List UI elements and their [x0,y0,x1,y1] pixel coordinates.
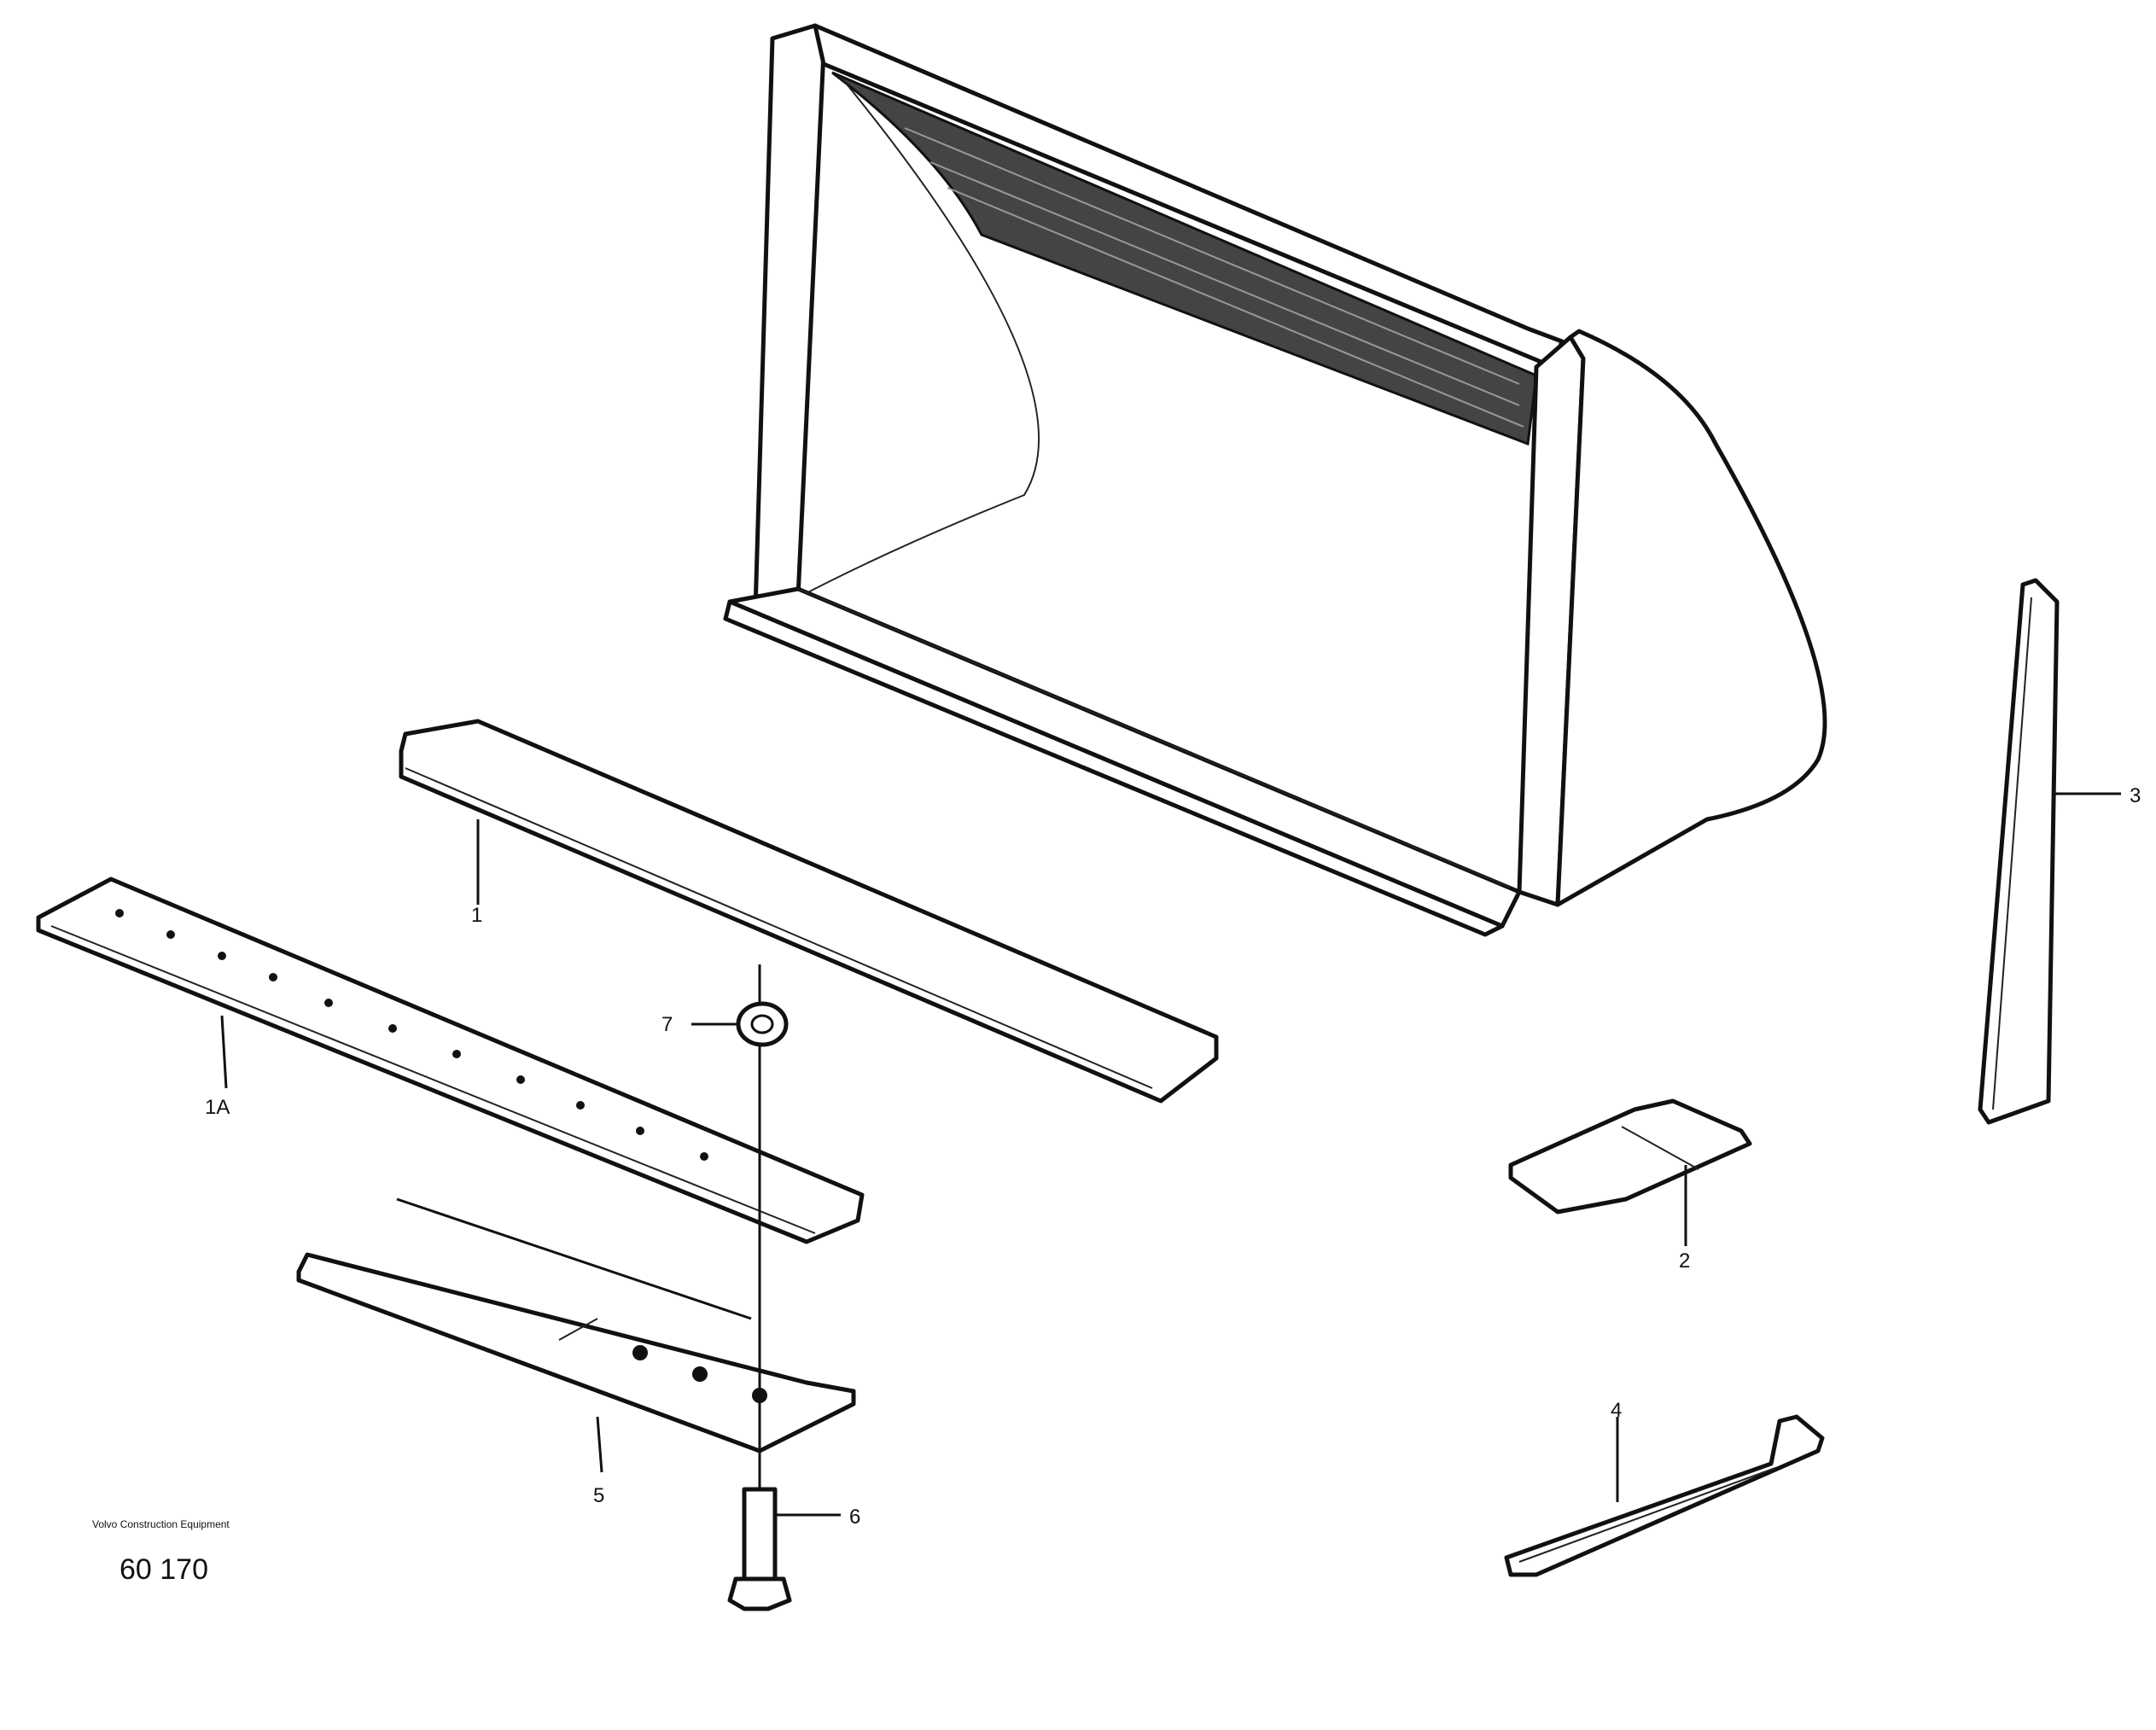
wear-strip [1504,1414,1825,1577]
figure-caption: Volvo Construction Equipment 60 170 [92,1518,230,1586]
caption-source: Volvo Construction Equipment [92,1518,230,1530]
callout-5: 5 [593,1484,604,1507]
nut [736,1001,789,1047]
caption-code: 60 170 [119,1553,208,1586]
leader-lines [220,792,2121,1517]
bolt-holes [115,909,708,1161]
callout-1a: 1A [205,1096,230,1119]
side-wear-plate [1508,1098,1752,1214]
callout-6: 6 [849,1506,860,1529]
leader-1a [220,1015,228,1089]
fastener-assembly [727,964,792,1611]
leader-5 [596,1416,603,1473]
bolt-on-edge [296,1197,856,1453]
callout-2: 2 [1679,1249,1690,1273]
callout-3: 3 [2130,784,2141,807]
callout-4: 4 [1611,1399,1622,1422]
callout-labels: 1 1A 7 5 6 2 3 4 [205,784,2141,1529]
callout-7: 7 [661,1013,673,1036]
grille-mesh [904,127,1524,428]
callout-1: 1 [471,904,482,927]
bolt [727,1487,792,1611]
bucket [723,23,1827,937]
bucket-grille [831,71,1538,446]
side-cutter [1978,578,2060,1125]
cutting-edge-1a [36,877,865,1244]
cutting-edge [399,719,1219,1104]
